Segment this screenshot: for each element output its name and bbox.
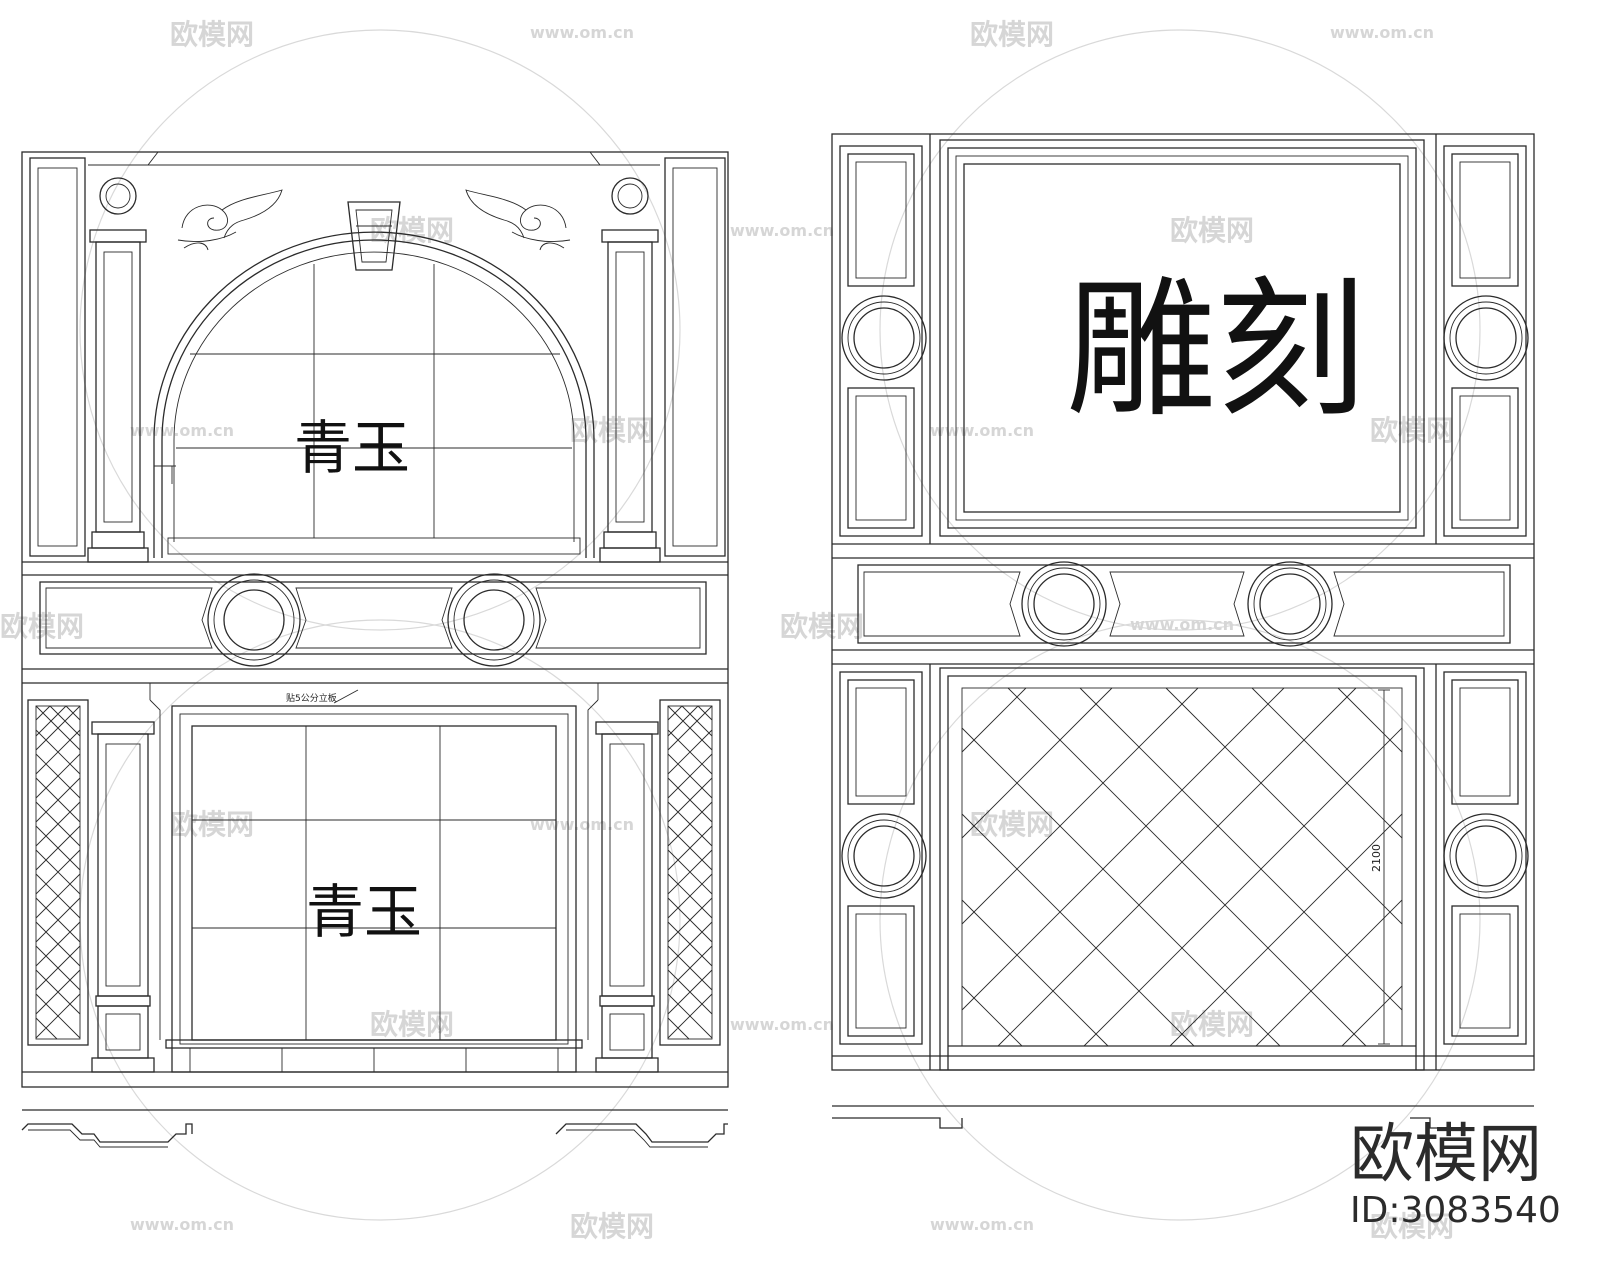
watermark-url: www.om.cn xyxy=(1330,23,1434,42)
watermark-layer: 欧模网 欧模网 www.om.cn www.om.cn 欧模网 欧模网 www.… xyxy=(0,18,1481,1243)
lower-feature-frame xyxy=(165,705,583,1073)
upper-material-label: 青玉 xyxy=(294,414,410,482)
upper-side-panel-right-r xyxy=(1443,145,1529,537)
watermark-logo: 欧模网 xyxy=(780,610,864,643)
watermark-url: www.om.cn xyxy=(730,221,834,240)
keystone xyxy=(347,201,401,271)
watermark-logo: 欧模网 xyxy=(170,808,254,841)
upper-pilaster-left xyxy=(87,177,149,563)
watermark-url: www.om.cn xyxy=(930,1215,1034,1234)
lattice-panel-right xyxy=(659,699,721,1046)
lattice-panel-left xyxy=(27,699,89,1046)
lower-material-label: 青玉 xyxy=(306,878,422,946)
plan-strip-left xyxy=(21,1109,728,1148)
carving-frame xyxy=(939,139,1425,537)
scroll-ornament-right xyxy=(465,189,571,251)
watermark-logo: 欧模网 xyxy=(1370,1210,1454,1243)
scroll-ornament-left xyxy=(177,189,283,251)
panel-note: 贴5公分立板 xyxy=(286,692,337,704)
lower-pilaster-left xyxy=(91,721,155,1073)
logo-text: 欧模网 xyxy=(1350,1118,1542,1192)
lower-pilaster-right xyxy=(595,721,659,1073)
watermark-logo: 欧模网 xyxy=(970,808,1054,841)
watermark-url: www.om.cn xyxy=(930,421,1034,440)
watermark-logo: 欧模网 xyxy=(1170,214,1254,247)
height-dimension: 2100 xyxy=(1370,844,1383,872)
right-elevation: 雕刻 xyxy=(831,133,1535,1129)
diamond-tile-panel: 2100 xyxy=(939,667,1425,1071)
watermark-url: www.om.cn xyxy=(530,815,634,834)
middle-band-left xyxy=(39,573,707,667)
upper-side-panel-left xyxy=(29,157,86,557)
watermark-url: www.om.cn xyxy=(130,1215,234,1234)
lower-side-panel-right-r xyxy=(1443,671,1529,1045)
watermark-logo: 欧模网 xyxy=(0,610,84,643)
watermark-url: www.om.cn xyxy=(730,1015,834,1034)
watermark-url: www.om.cn xyxy=(130,421,234,440)
carving-label: 雕刻 xyxy=(1066,264,1366,438)
id-text: ID:3083540 xyxy=(1350,1190,1561,1231)
plan-strip-right xyxy=(832,1105,1534,1129)
upper-side-panel-left-r xyxy=(839,145,927,537)
watermark-logo: 欧模网 xyxy=(570,414,654,447)
lower-side-panel-left-r xyxy=(839,671,927,1045)
upper-side-panel-right xyxy=(664,157,726,557)
watermark-url: www.om.cn xyxy=(530,23,634,42)
watermark-logo: 欧模网 xyxy=(970,18,1054,51)
watermark-logo: 欧模网 xyxy=(1370,414,1454,447)
watermark-logo: 欧模网 xyxy=(370,1008,454,1041)
watermark-url: www.om.cn xyxy=(1130,615,1234,634)
watermark-logo-row: 欧模网 欧模网 www.om.cn www.om.cn 欧模网 欧模网 www.… xyxy=(0,18,1454,1243)
middle-band-right xyxy=(857,561,1511,647)
watermark-logo: 欧模网 xyxy=(170,18,254,51)
watermark-logo: 欧模网 xyxy=(1170,1008,1254,1041)
brand-logo: 欧模网 ID:3083540 xyxy=(1350,1118,1561,1231)
arch-opening xyxy=(153,231,595,558)
upper-pilaster-right xyxy=(599,177,661,563)
left-elevation: 贴5公分立板 青玉 青玉 xyxy=(21,151,729,1148)
watermark-logo: 欧模网 xyxy=(570,1210,654,1243)
